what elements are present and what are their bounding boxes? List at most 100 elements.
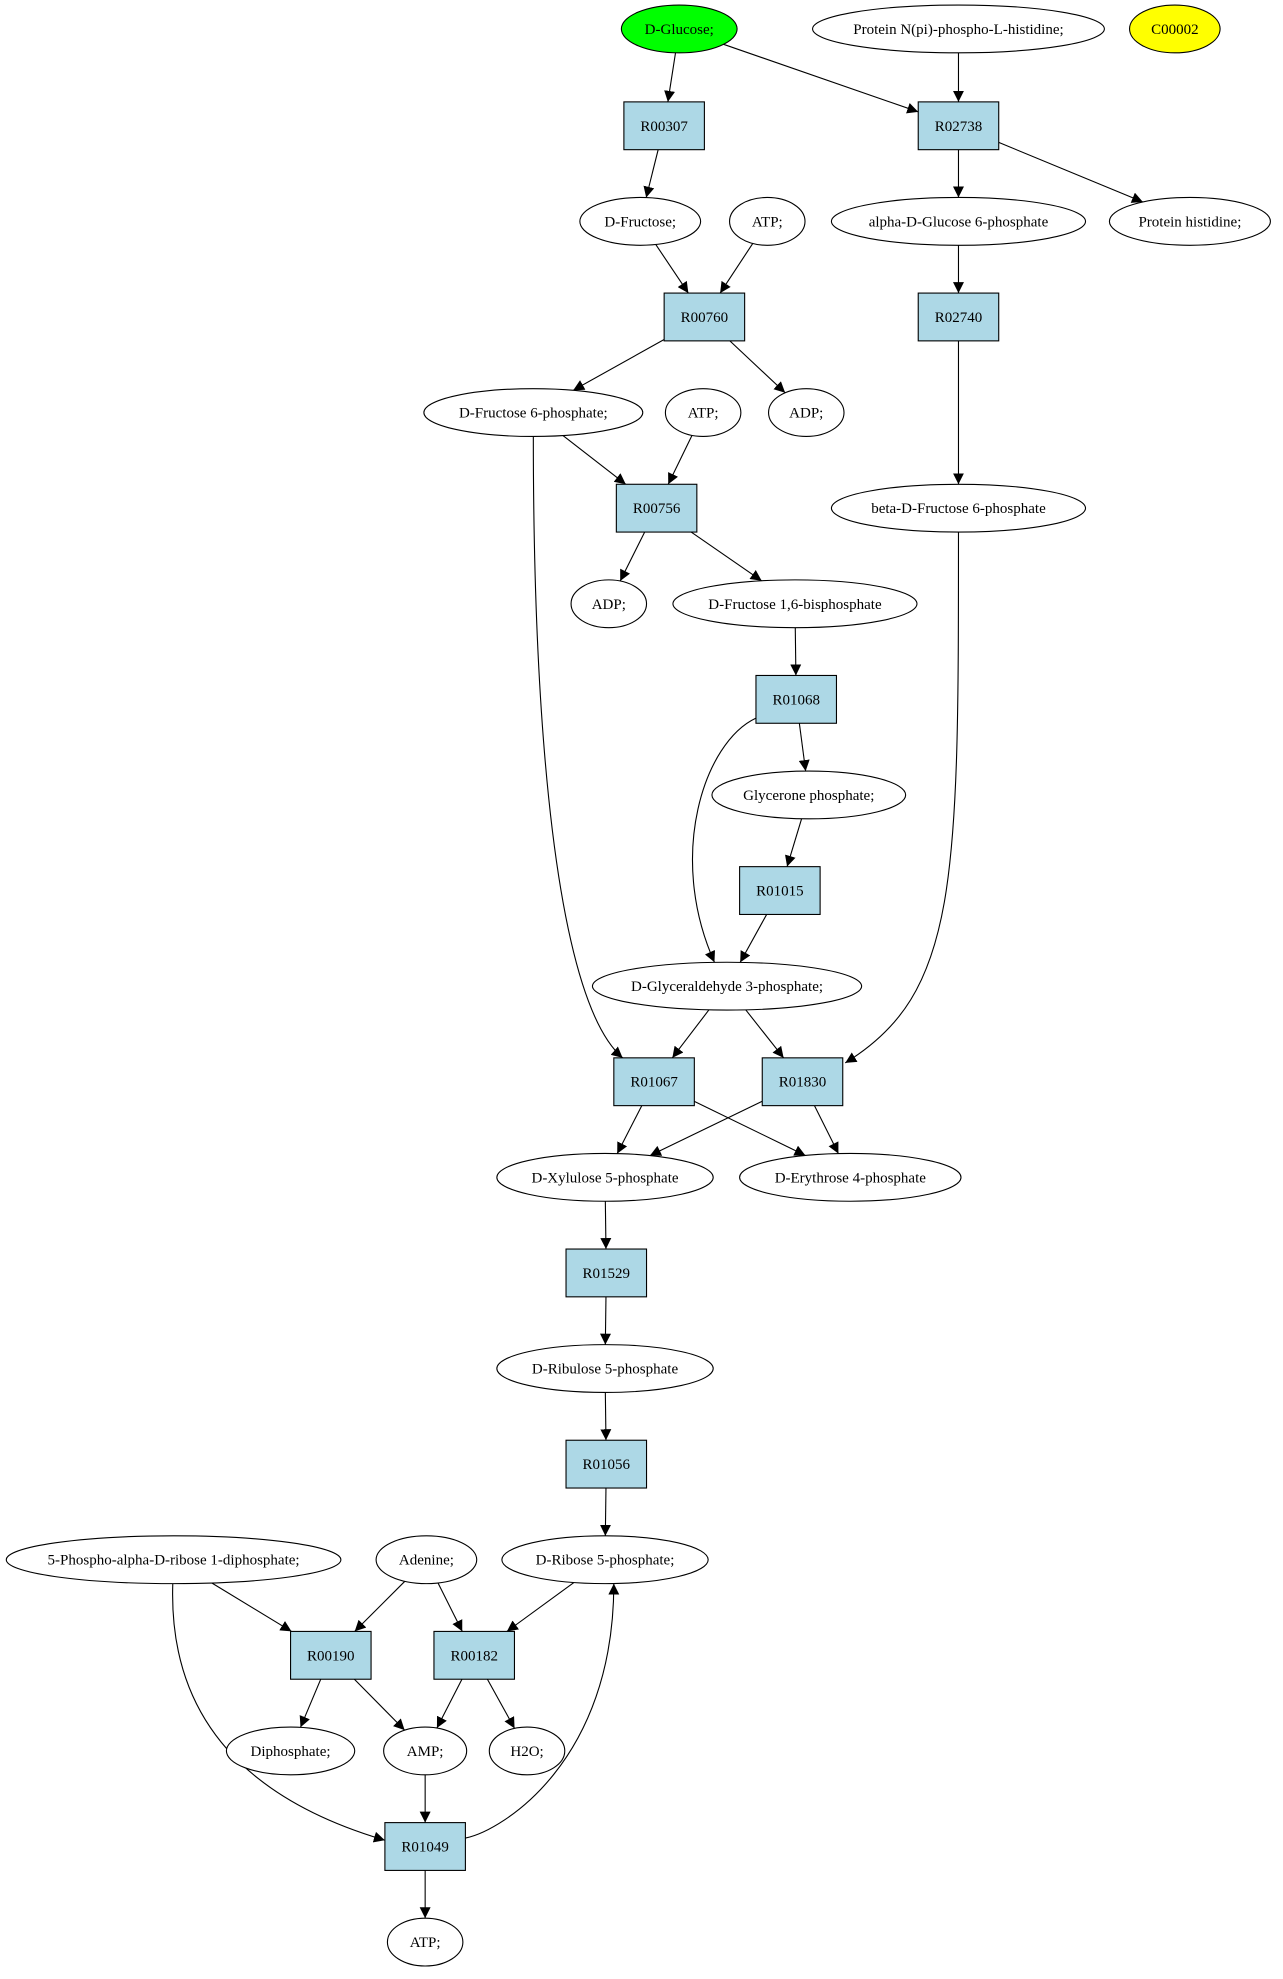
reaction-box	[755, 674, 838, 724]
node-label: R02740	[935, 310, 983, 326]
compound-ellipse	[579, 196, 702, 246]
edge-fructose-to-r00760	[655, 244, 689, 294]
compound-node-glycerone[interactable]: Glycerone phosphate;	[711, 770, 907, 820]
edge-r02738-to-protein_his	[998, 141, 1144, 203]
reaction-node-r00190[interactable]: R00190	[290, 1630, 372, 1680]
node-label: C00002	[1151, 22, 1199, 38]
edge-r00190-to-diphosphate	[299, 1679, 322, 1728]
compound-node-atp3[interactable]: ATP;	[386, 1917, 464, 1967]
edge-r01015-to-g3p	[739, 914, 768, 963]
compound-node-h2o[interactable]: H2O;	[488, 1726, 566, 1776]
nodes-layer: D-Glucose; Protein N(pi)-phospho-L-histid…	[5, 4, 1271, 1967]
node-label: ATP;	[688, 406, 719, 422]
reaction-node-r02740[interactable]: R02740	[917, 292, 1000, 342]
edge-r00760-to-adp1	[729, 340, 786, 394]
node-label: ADP;	[592, 597, 626, 613]
edge-xylulose-to-r01529	[600, 1201, 612, 1250]
edge-g3p-to-r01067	[671, 1009, 710, 1059]
reaction-node-r01067[interactable]: R01067	[613, 1057, 695, 1107]
compound-ellipse	[711, 770, 907, 820]
compound-ellipse	[386, 1917, 464, 1967]
edge-atp1-to-r00760	[719, 243, 754, 294]
edge-r00756-to-f16bp	[690, 531, 762, 582]
compound-node-amp[interactable]: AMP;	[383, 1726, 468, 1776]
reaction-box	[384, 1822, 466, 1871]
node-label: Diphosphate;	[251, 1744, 331, 1760]
edge-bf6p-to-r01830	[844, 532, 960, 1064]
node-label: D-Fructose 6-phosphate;	[459, 406, 608, 422]
compound-node-adp2[interactable]: ADP;	[570, 579, 648, 629]
edge-g3p-to-r01830	[745, 1009, 785, 1059]
reaction-box	[739, 866, 821, 916]
edge-prpp-to-r00190	[211, 1582, 292, 1632]
compound-node-erythrose[interactable]: D-Erythrose 4-phosphate	[739, 1152, 962, 1202]
node-label: R00756	[633, 501, 681, 517]
node-label: R01056	[583, 1457, 631, 1473]
reaction-node-r01068[interactable]: R01068	[755, 674, 838, 724]
node-label: 5-Phospho-alpha-D-ribose 1-diphosphate;	[48, 1553, 300, 1569]
compound-node-xylulose[interactable]: D-Xylulose 5-phosphate	[496, 1152, 714, 1202]
reaction-node-r02738[interactable]: R02738	[917, 101, 1000, 151]
compound-node-g3p[interactable]: D-Glyceraldehyde 3-phosphate;	[591, 961, 863, 1011]
node-label: Protein N(pi)-phospho-L-histidine;	[853, 22, 1063, 38]
compound-node-adp1[interactable]: ADP;	[767, 388, 845, 438]
edge-r01068-to-g3p	[691, 717, 757, 963]
node-label: Protein histidine;	[1138, 214, 1241, 230]
compound-node-diphosphate[interactable]: Diphosphate;	[225, 1726, 356, 1776]
compound-node-bf6p[interactable]: beta-D-Fructose 6-phosphate	[830, 483, 1087, 533]
compound-node-glucose[interactable]: D-Glucose;	[620, 4, 738, 54]
node-label: AMP;	[407, 1744, 444, 1760]
compound-ellipse	[496, 1152, 714, 1202]
compound-node-ag6p[interactable]: alpha-D-Glucose 6-phosphate	[830, 196, 1087, 246]
node-label: R00182	[450, 1648, 498, 1664]
reaction-node-r01830[interactable]: R01830	[761, 1057, 844, 1107]
reaction-node-r00756[interactable]: R00756	[615, 483, 698, 533]
edge-r01067-to-erythrose	[694, 1100, 806, 1156]
compound-node-protein_his[interactable]: Protein histidine;	[1108, 196, 1271, 246]
node-label: R01067	[630, 1075, 678, 1091]
compound-node-fructose[interactable]: D-Fructose;	[579, 196, 702, 246]
reaction-box	[615, 483, 698, 533]
compound-ellipse	[1128, 4, 1221, 54]
compound-ellipse	[830, 196, 1087, 246]
node-label: Adenine;	[399, 1553, 454, 1569]
edge-f6p-to-r01067	[532, 436, 623, 1059]
edge-prpp-to-r01049	[172, 1583, 386, 1843]
compound-node-prpp[interactable]: 5-Phospho-alpha-D-ribose 1-diphosphate;	[5, 1535, 342, 1585]
edge-f6p-to-r00756	[562, 435, 627, 485]
compound-node-f6p[interactable]: D-Fructose 6-phosphate;	[423, 388, 644, 438]
node-label: alpha-D-Glucose 6-phosphate	[869, 214, 1049, 230]
compound-node-ribose5p[interactable]: D-Ribose 5-phosphate;	[501, 1535, 709, 1585]
compound-node-adenine[interactable]: Adenine;	[375, 1535, 478, 1585]
compound-node-f16bp[interactable]: D-Fructose 1,6-bisphosphate	[672, 579, 918, 629]
compound-ellipse	[501, 1535, 709, 1585]
reaction-box	[623, 101, 705, 151]
edge-r01830-to-erythrose	[813, 1105, 839, 1154]
node-label: R00190	[307, 1648, 355, 1664]
compound-node-atp1[interactable]: ATP;	[728, 196, 806, 246]
compound-node-protein_pi[interactable]: Protein N(pi)-phospho-L-histidine;	[812, 4, 1105, 54]
reaction-node-r01015[interactable]: R01015	[739, 866, 821, 916]
reaction-node-r00182[interactable]: R00182	[433, 1630, 516, 1680]
edge-r01049-to-ribose5p	[465, 1583, 620, 1839]
compound-node-c00002[interactable]: C00002	[1128, 4, 1221, 54]
compound-ellipse	[488, 1726, 566, 1776]
compound-ellipse	[830, 483, 1087, 533]
edge-r00760-to-f6p	[572, 338, 665, 391]
reaction-node-r00760[interactable]: R00760	[663, 292, 746, 342]
node-label: D-Glucose;	[645, 22, 714, 38]
edge-f16bp-to-r01068	[790, 627, 802, 676]
compound-node-ribulose[interactable]: D-Ribulose 5-phosphate	[496, 1344, 714, 1393]
reaction-node-r01056[interactable]: R01056	[565, 1439, 648, 1489]
reaction-box	[565, 1439, 648, 1489]
edge-glucose-to-r00307	[664, 52, 677, 102]
compound-node-atp2[interactable]: ATP;	[664, 388, 742, 438]
node-label: D-Glyceraldehyde 3-phosphate;	[631, 979, 823, 995]
reaction-node-r01049[interactable]: R01049	[384, 1822, 466, 1871]
edge-r00190-to-amp	[354, 1678, 406, 1731]
node-label: ATP;	[410, 1935, 441, 1951]
reaction-node-r00307[interactable]: R00307	[623, 101, 705, 151]
reaction-node-r01529[interactable]: R01529	[565, 1248, 648, 1298]
edge-adenine-to-r00182	[437, 1582, 463, 1632]
